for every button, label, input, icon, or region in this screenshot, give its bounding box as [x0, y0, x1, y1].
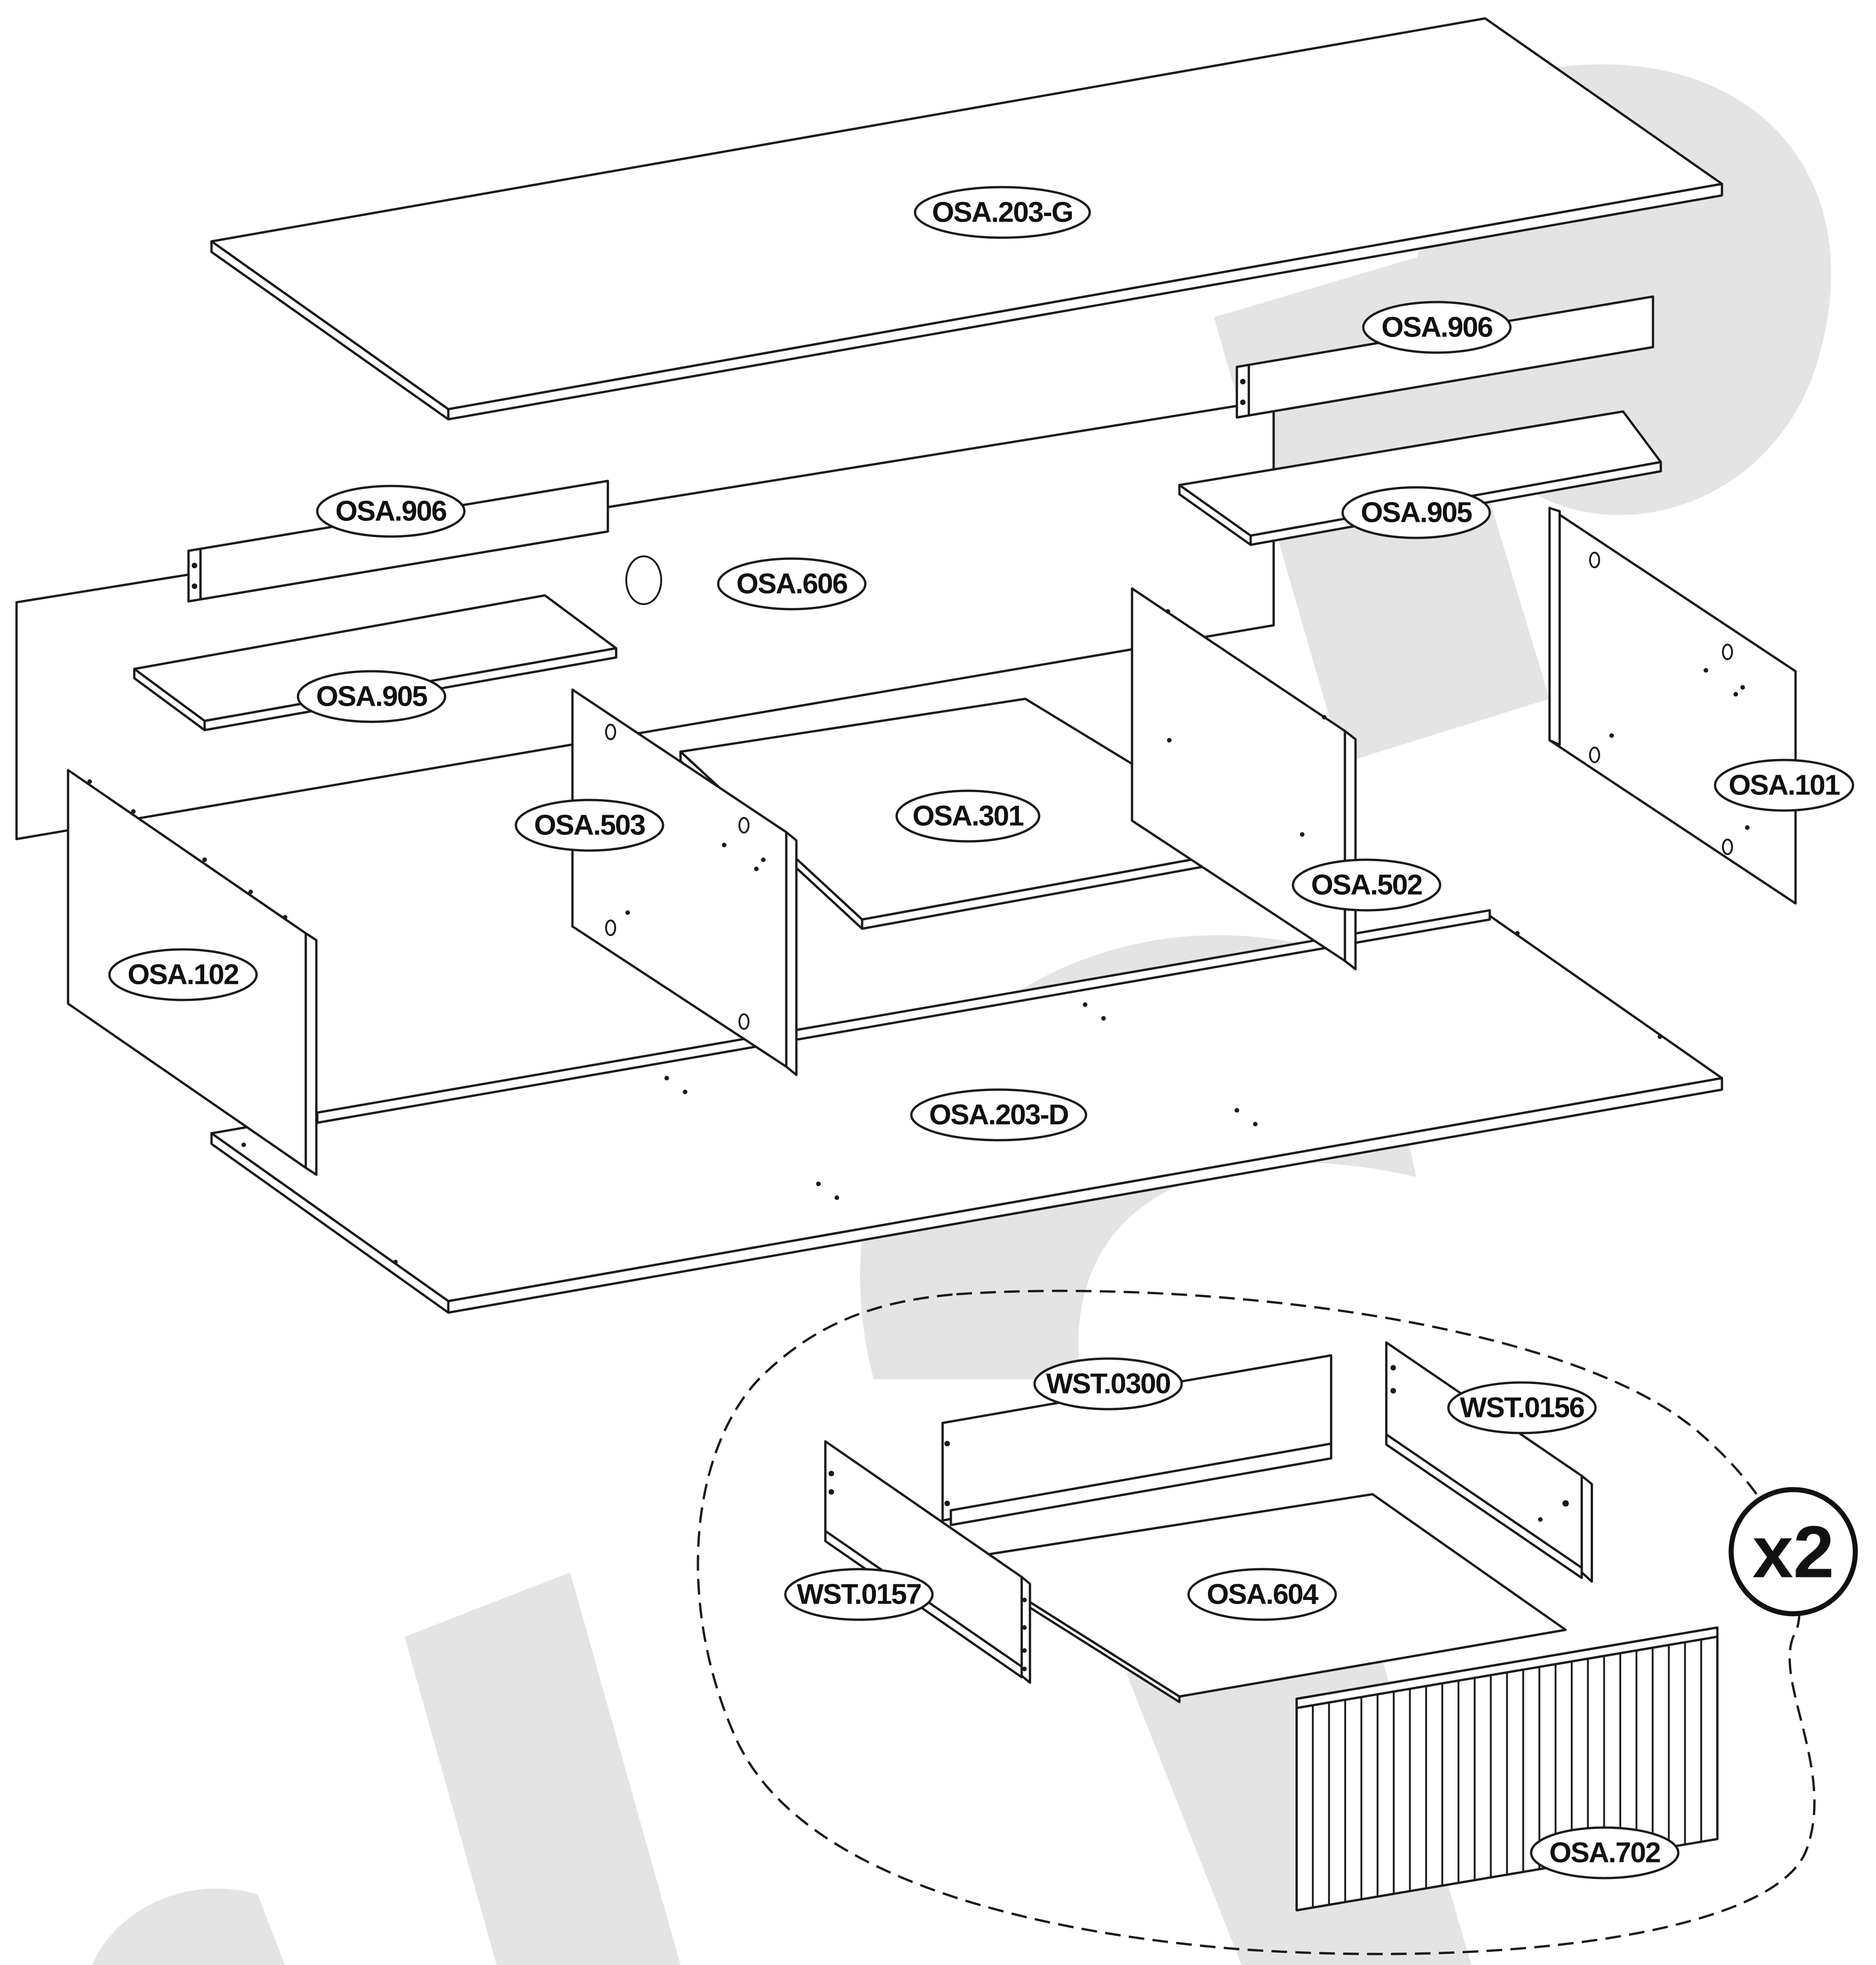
label-drawer-front-text: OSA.702 — [1549, 1837, 1660, 1869]
label-divider-right: OSA.502 — [1292, 858, 1441, 912]
label-shelf-left-text: OSA.905 — [316, 681, 427, 713]
back-rail-left — [187, 480, 609, 603]
side-right — [1548, 507, 1797, 905]
label-side-right: OSA.101 — [1714, 759, 1854, 812]
back-rail-right — [1235, 295, 1654, 419]
label-back-rail-right-text: OSA.906 — [1381, 312, 1493, 343]
label-bottom-panel: OSA.203-D — [910, 1088, 1087, 1142]
label-top-panel: OSA.203-G — [914, 186, 1091, 239]
label-shelf-right-text: OSA.905 — [1361, 497, 1472, 529]
quantity-badge: x2 — [1728, 1487, 1858, 1617]
label-shelf-right: OSA.905 — [1341, 486, 1491, 539]
part-labels: OSA.203-G OSA.906 OSA.906 OSA.905 OSA.60… — [108, 186, 1854, 1879]
label-back-rail-left: OSA.906 — [316, 485, 466, 538]
label-divider-right-text: OSA.502 — [1311, 869, 1422, 901]
label-back-rail-right: OSA.906 — [1362, 301, 1512, 354]
label-back-panel: OSA.606 — [717, 557, 867, 611]
label-divider-left: OSA.503 — [515, 799, 664, 852]
drawer-group — [697, 1290, 1816, 1955]
label-back-rail-left-text: OSA.906 — [335, 496, 446, 527]
label-back-panel-text: OSA.606 — [736, 568, 847, 600]
label-middle-shelf-text: OSA.301 — [912, 800, 1024, 832]
label-drawer-side-right: WST.0156 — [1447, 1381, 1597, 1434]
back-panel — [15, 399, 1275, 840]
label-drawer-back: WST.0300 — [1033, 1357, 1183, 1411]
label-drawer-side-right-text: WST.0156 — [1460, 1392, 1584, 1424]
label-drawer-bottom-text: OSA.604 — [1207, 1579, 1319, 1611]
label-drawer-back-text: WST.0300 — [1046, 1368, 1170, 1400]
label-side-left: OSA.102 — [108, 948, 258, 1001]
label-drawer-side-left: WST.0157 — [784, 1568, 934, 1621]
label-shelf-left: OSA.905 — [297, 670, 446, 723]
label-drawer-bottom: OSA.604 — [1187, 1568, 1337, 1621]
label-drawer-front: OSA.702 — [1530, 1826, 1680, 1879]
label-divider-left-text: OSA.503 — [534, 810, 645, 841]
label-bottom-panel-text: OSA.203-D — [929, 1099, 1069, 1131]
divider-left — [571, 688, 798, 1076]
label-top-panel-text: OSA.203-G — [932, 197, 1073, 228]
label-drawer-side-left-text: WST.0157 — [797, 1579, 921, 1611]
quantity-badge-text: x2 — [1752, 1511, 1834, 1593]
label-side-left-text: OSA.102 — [127, 959, 238, 991]
label-middle-shelf: OSA.301 — [895, 789, 1041, 843]
label-side-right-text: OSA.101 — [1728, 770, 1840, 801]
